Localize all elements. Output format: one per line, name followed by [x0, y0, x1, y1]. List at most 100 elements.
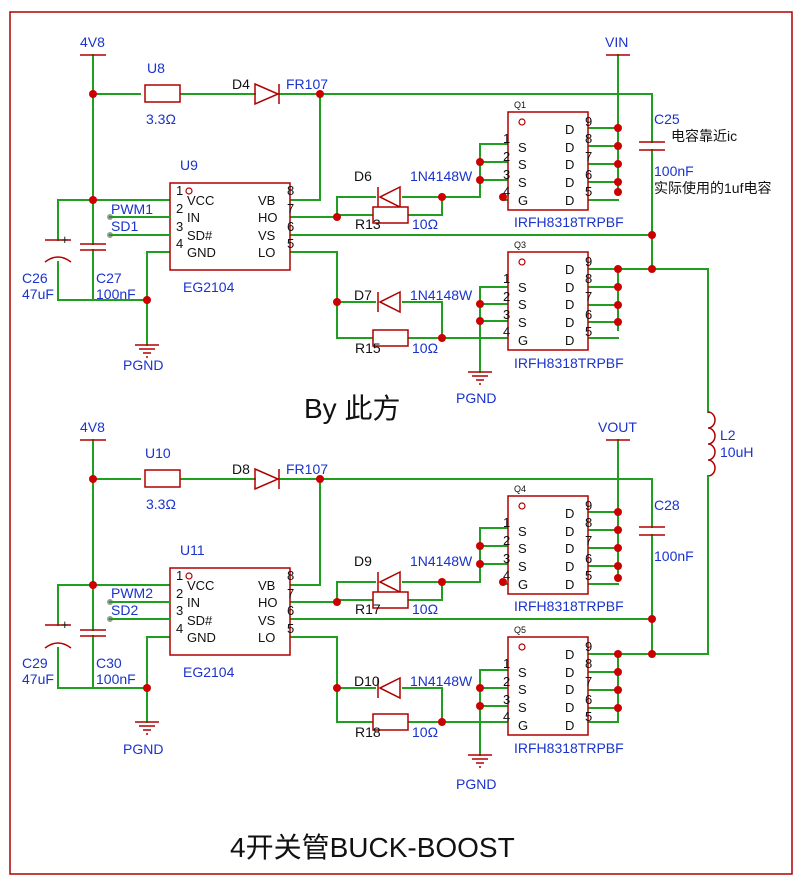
value-r15: 10Ω [412, 340, 438, 356]
svg-text:D: D [565, 682, 574, 697]
svg-text:2: 2 [176, 586, 183, 601]
svg-text:VS: VS [258, 613, 276, 628]
svg-text:HO: HO [258, 595, 278, 610]
svg-text:6: 6 [585, 551, 592, 566]
value-r17: 10Ω [412, 601, 438, 617]
svg-text:D: D [565, 297, 574, 312]
svg-text:D: D [565, 193, 574, 208]
net-pins [107, 214, 113, 622]
ref-l2: L2 [720, 427, 736, 443]
ref-r15: R15 [355, 340, 381, 356]
ref-q4: Q4 [514, 484, 526, 494]
svg-text:D: D [565, 140, 574, 155]
svg-text:2: 2 [503, 149, 510, 164]
svg-text:6: 6 [585, 167, 592, 182]
svg-text:1: 1 [176, 568, 183, 583]
ref-u8: U8 [147, 60, 165, 76]
svg-text:GND: GND [187, 630, 216, 645]
capacitor-c29: + [44, 617, 72, 649]
ref-q1: Q1 [514, 100, 526, 110]
value-c26: 47uF [22, 286, 54, 302]
svg-text:D: D [565, 506, 574, 521]
ref-d9: D9 [354, 553, 372, 569]
ground-label-top-fet: PGND [456, 390, 496, 406]
ref-u11: U11 [180, 542, 205, 558]
svg-text:1: 1 [503, 656, 510, 671]
ref-c30: C30 [96, 655, 122, 671]
credit-text: By 此方 [304, 393, 400, 424]
ref-q5: Q5 [514, 625, 526, 635]
svg-text:S: S [518, 559, 527, 574]
svg-text:6: 6 [585, 692, 592, 707]
svg-text:D: D [565, 524, 574, 539]
svg-text:LO: LO [258, 630, 275, 645]
rail-label-4v8-bottom: 4V8 [80, 419, 105, 435]
svg-text:G: G [518, 577, 528, 592]
resistor-r18 [372, 713, 409, 731]
svg-text:VB: VB [258, 578, 275, 593]
svg-text:5: 5 [287, 621, 294, 636]
ref-d4: D4 [232, 76, 250, 92]
capacitor-c26: + [44, 232, 72, 263]
svg-text:G: G [518, 333, 528, 348]
value-u9: EG2104 [183, 279, 235, 295]
svg-text:7: 7 [585, 149, 592, 164]
svg-text:+: + [61, 232, 69, 247]
svg-text:D: D [565, 122, 574, 137]
wires-bottom [57, 439, 709, 756]
svg-text:7: 7 [287, 586, 294, 601]
resistor-u10 [144, 469, 181, 488]
svg-text:S: S [518, 700, 527, 715]
svg-text:1: 1 [503, 515, 510, 530]
svg-text:3: 3 [176, 603, 183, 618]
svg-text:8: 8 [287, 568, 294, 583]
value-q5: IRFH8318TRPBF [514, 740, 624, 756]
svg-text:S: S [518, 297, 527, 312]
svg-text:S: S [518, 541, 527, 556]
net-sd2: SD2 [111, 602, 138, 618]
ref-r13: R13 [355, 216, 381, 232]
svg-text:9: 9 [585, 254, 592, 269]
svg-text:SD#: SD# [187, 228, 213, 243]
svg-text:3: 3 [503, 692, 510, 707]
value-u11: EG2104 [183, 664, 235, 680]
diode-d7 [377, 290, 401, 314]
ref-d8: D8 [232, 461, 250, 477]
svg-text:3: 3 [176, 219, 183, 234]
value-d7: 1N4148W [410, 287, 473, 303]
svg-text:8: 8 [287, 183, 294, 198]
ground-label-bottom-ic: PGND [123, 741, 163, 757]
svg-text:4: 4 [176, 621, 183, 636]
svg-text:D: D [565, 280, 574, 295]
svg-text:VS: VS [258, 228, 276, 243]
power-symbols [80, 54, 630, 768]
svg-text:2: 2 [503, 674, 510, 689]
mosfet-q5-pins: 1 2 3 4 S S S G 9 8 7 6 5 D D D D D [503, 639, 592, 733]
svg-text:D: D [565, 647, 574, 662]
junctions [89, 90, 656, 726]
svg-text:3: 3 [503, 167, 510, 182]
svg-text:8: 8 [585, 131, 592, 146]
svg-text:SD#: SD# [187, 613, 213, 628]
ref-c28: C28 [654, 497, 680, 513]
value-c25: 100nF [654, 163, 694, 179]
svg-text:9: 9 [585, 639, 592, 654]
svg-text:S: S [518, 157, 527, 172]
ground-label-top-ic: PGND [123, 357, 163, 373]
svg-text:S: S [518, 682, 527, 697]
resistor-r13 [372, 206, 409, 224]
svg-text:IN: IN [187, 210, 200, 225]
svg-text:7: 7 [287, 201, 294, 216]
net-sd1: SD1 [111, 218, 138, 234]
svg-text:5: 5 [585, 568, 592, 583]
value-c30: 100nF [96, 671, 136, 687]
svg-text:S: S [518, 175, 527, 190]
svg-text:5: 5 [585, 324, 592, 339]
svg-text:6: 6 [287, 219, 294, 234]
net-pwm2: PWM2 [111, 585, 153, 601]
ref-d10: D10 [354, 673, 380, 689]
mosfet-q3-pins: 1 2 3 4 S S S G 9 8 7 6 5 D D D D D [503, 254, 592, 348]
net-pwm1: PWM1 [111, 201, 153, 217]
value-q4: IRFH8318TRPBF [514, 598, 624, 614]
svg-text:4: 4 [503, 709, 510, 724]
